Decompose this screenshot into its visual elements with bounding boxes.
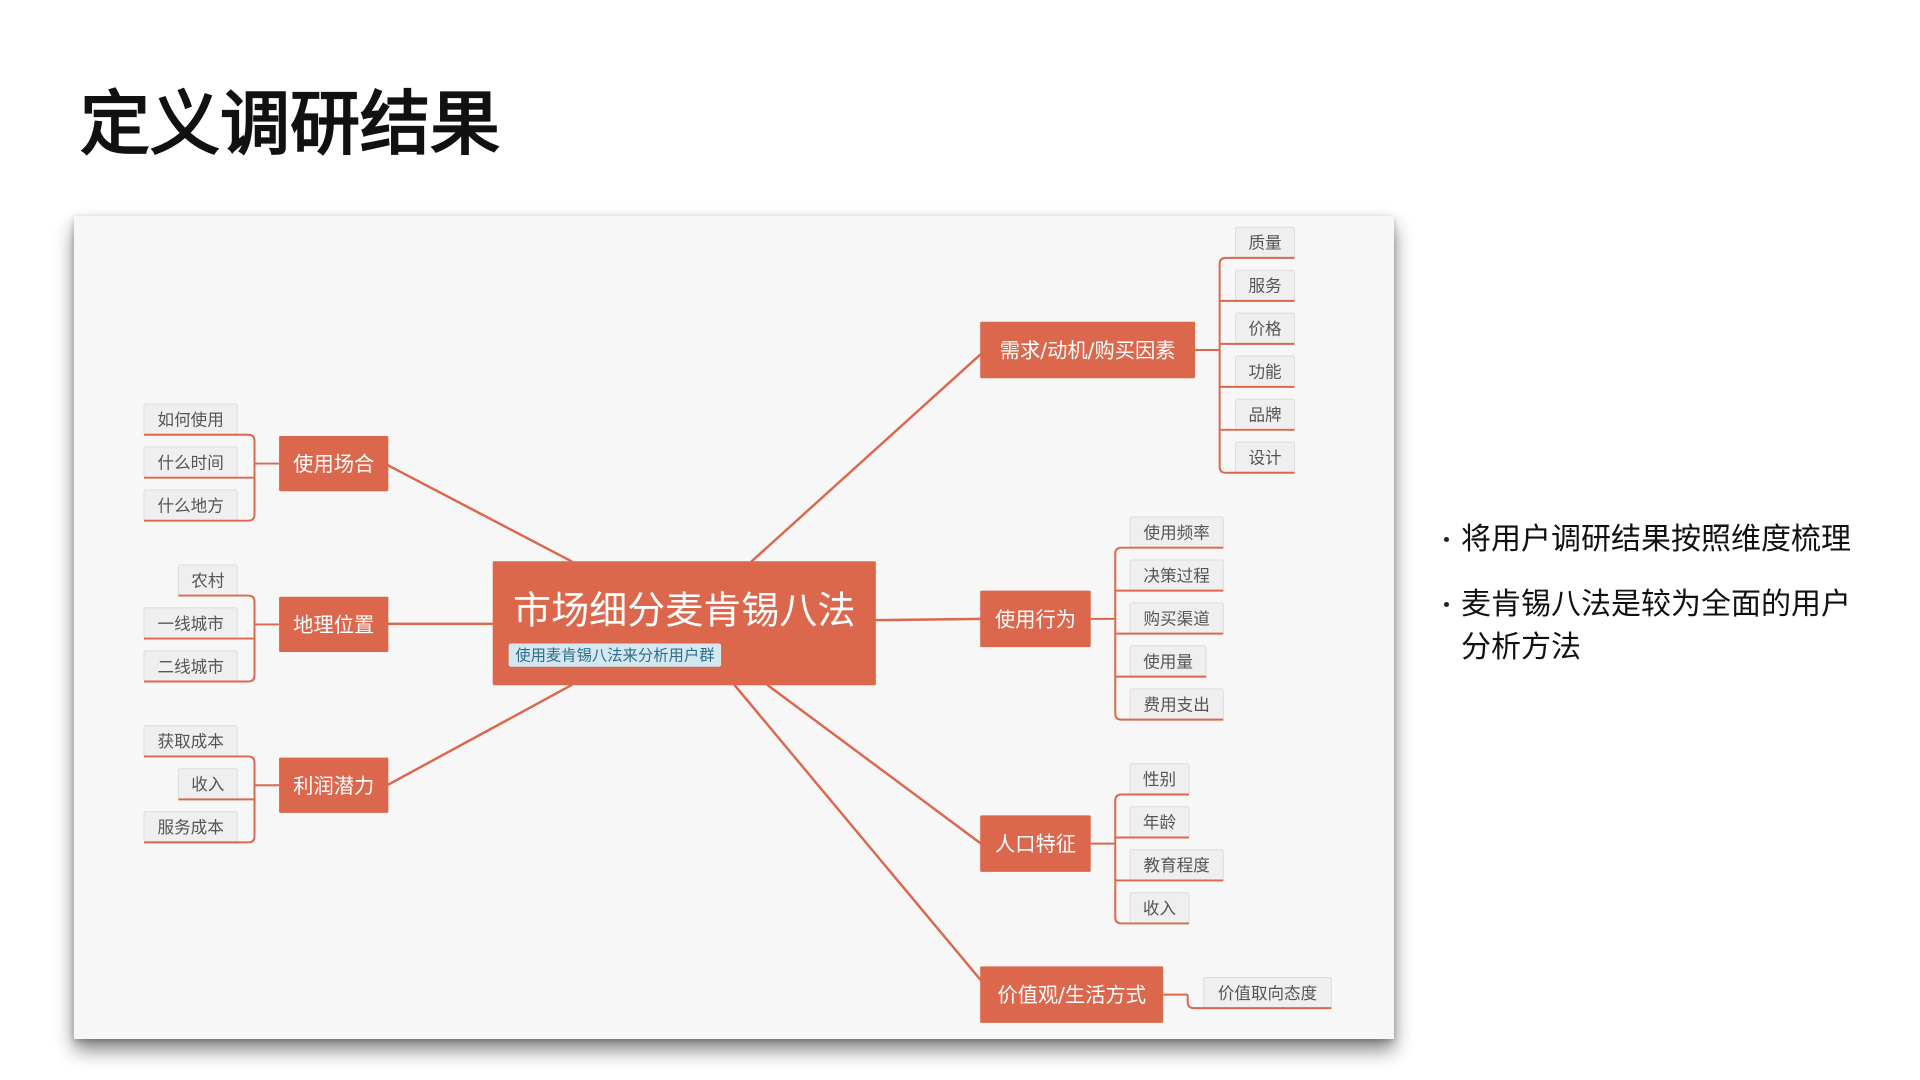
branch-node: 价值观/生活方式 xyxy=(980,966,1164,1023)
leaf-label: 一线城市 xyxy=(158,614,224,633)
leaf-node: 质量 xyxy=(1225,226,1296,259)
slide-title: 定义调研结果 xyxy=(80,83,500,165)
leaf-label: 什么地方 xyxy=(158,496,224,515)
leaf-label: 费用支出 xyxy=(1144,695,1210,714)
leaf-node: 购买渠道 xyxy=(1115,602,1224,635)
leaf-node: 收入 xyxy=(1121,892,1190,925)
branch-node: 利润潜力 xyxy=(279,757,389,813)
branch-label: 人口特征 xyxy=(995,832,1076,856)
leaf-label: 质量 xyxy=(1249,234,1282,253)
leaf-label: 功能 xyxy=(1249,363,1282,382)
bullet-item: 将用户调研结果按照维度梳理 xyxy=(1444,518,1868,561)
leaf-node: 年龄 xyxy=(1115,806,1190,839)
branch-node: 使用场合 xyxy=(279,435,389,492)
leaf-label: 服务成本 xyxy=(158,818,224,837)
leaf-node: 收入 xyxy=(177,768,255,801)
leaf-label: 设计 xyxy=(1249,449,1282,468)
leaf-label: 价格 xyxy=(1249,320,1283,339)
leaf-node: 二线城市 xyxy=(143,650,249,683)
leaf-node: 功能 xyxy=(1219,355,1296,388)
branch-box xyxy=(980,815,1091,872)
leaf-label: 收入 xyxy=(1143,899,1176,918)
leaf-node: 品牌 xyxy=(1219,398,1296,431)
central-connector xyxy=(384,462,573,563)
leaf-node: 性别 xyxy=(1121,763,1190,796)
leaf-node: 价值取向态度 xyxy=(1193,976,1332,1010)
leaf-bracket xyxy=(1218,256,1226,474)
leaf-label: 品牌 xyxy=(1249,406,1282,425)
branch-box xyxy=(279,435,389,492)
leaf-label: 使用频率 xyxy=(1144,523,1210,542)
branch-box xyxy=(980,321,1196,379)
central-connector xyxy=(733,683,984,984)
central-topic-note: 使用麦肯锡八法来分析用户群 xyxy=(515,647,714,665)
leaf-label: 价值取向态度 xyxy=(1218,984,1317,1003)
leaf-label: 二线城市 xyxy=(158,657,224,676)
leaf-node: 使用频率 xyxy=(1121,516,1224,549)
branch-label: 地理位置 xyxy=(293,613,374,637)
central-connector xyxy=(766,683,984,847)
leaf-node: 费用支出 xyxy=(1121,688,1224,721)
leaf-node: 服务成本 xyxy=(143,811,249,844)
branch-node: 使用行为 xyxy=(980,590,1091,648)
branch-label: 价值观/生活方式 xyxy=(997,983,1146,1007)
branch-box xyxy=(980,966,1164,1023)
branch-label: 利润潜力 xyxy=(293,774,374,798)
leaf-label: 年龄 xyxy=(1143,813,1177,832)
leaf-node: 教育程度 xyxy=(1115,849,1224,882)
central-connector xyxy=(874,617,984,622)
leaf-node: 使用量 xyxy=(1115,645,1207,678)
leaf-node: 农村 xyxy=(177,564,249,597)
leaf-node: 获取成本 xyxy=(143,725,249,758)
leaf-label: 获取成本 xyxy=(158,732,224,751)
central-connector xyxy=(384,683,573,788)
bullet-item: 麦肯锡八法是较为全面的用户分析方法 xyxy=(1444,583,1868,669)
branch-node: 地理位置 xyxy=(279,596,389,653)
branch-box xyxy=(980,590,1091,648)
leaf-bracket xyxy=(1114,793,1122,925)
leaf-label: 农村 xyxy=(191,571,224,590)
branch-label: 使用场合 xyxy=(293,452,374,476)
leaf-label: 性别 xyxy=(1143,770,1176,789)
leaf-node: 决策过程 xyxy=(1115,559,1224,592)
leaf-node: 如何使用 xyxy=(143,403,249,436)
leaf-node: 设计 xyxy=(1225,441,1296,474)
bullet-dot xyxy=(1444,602,1449,607)
leaf-label: 教育程度 xyxy=(1144,856,1210,875)
leaf-bracket xyxy=(1186,994,1194,1010)
central-connector xyxy=(750,351,984,563)
branch-box xyxy=(279,596,389,653)
leaf-node: 什么地方 xyxy=(143,489,249,522)
leaf-label: 决策过程 xyxy=(1144,566,1210,585)
branch-label: 需求/动机/购买因素 xyxy=(1000,339,1176,363)
branch-node: 人口特征 xyxy=(980,815,1091,872)
leaf-node: 服务 xyxy=(1219,269,1296,302)
branch-node: 需求/动机/购买因素 xyxy=(980,321,1196,379)
leaf-label: 如何使用 xyxy=(158,410,224,429)
leaf-label: 收入 xyxy=(191,775,224,794)
leaf-node: 一线城市 xyxy=(143,607,255,640)
bullet-list: 将用户调研结果按照维度梳理 麦肯锡八法是较为全面的用户分析方法 xyxy=(1444,518,1868,691)
leaf-label: 购买渠道 xyxy=(1144,609,1210,628)
bullet-text: 将用户调研结果按照维度梳理 xyxy=(1461,522,1851,557)
leaf-label: 使用量 xyxy=(1143,652,1193,671)
leaf-node: 价格 xyxy=(1219,312,1296,345)
leaf-node: 什么时间 xyxy=(143,446,255,479)
bullet-dot xyxy=(1444,537,1449,542)
central-topic-note-box xyxy=(508,643,722,667)
branch-label: 使用行为 xyxy=(995,608,1076,632)
leaf-label: 服务 xyxy=(1249,277,1282,296)
branch-box xyxy=(279,757,389,813)
central-topic-title: 市场细分麦肯锡八法 xyxy=(513,588,855,632)
leaf-label: 什么时间 xyxy=(158,453,224,472)
bullet-text: 麦肯锡八法是较为全面的用户分析方法 xyxy=(1461,587,1851,665)
mind-map-panel: 质量服务价格功能品牌设计 需求/动机/购买因素使用频率决策过程购买渠道使用量费用支… xyxy=(74,216,1394,1039)
